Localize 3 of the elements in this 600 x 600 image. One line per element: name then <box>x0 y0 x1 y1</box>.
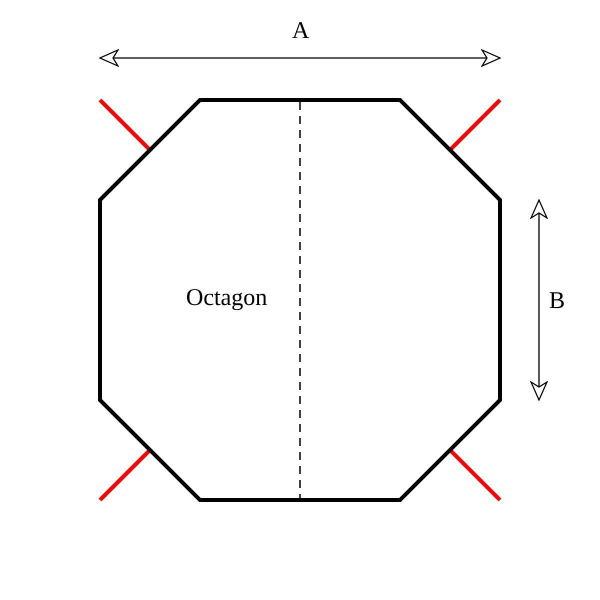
dimension-label: B <box>549 289 566 313</box>
dimension-label: A <box>292 19 310 43</box>
shape-label: Octagon <box>186 286 268 310</box>
